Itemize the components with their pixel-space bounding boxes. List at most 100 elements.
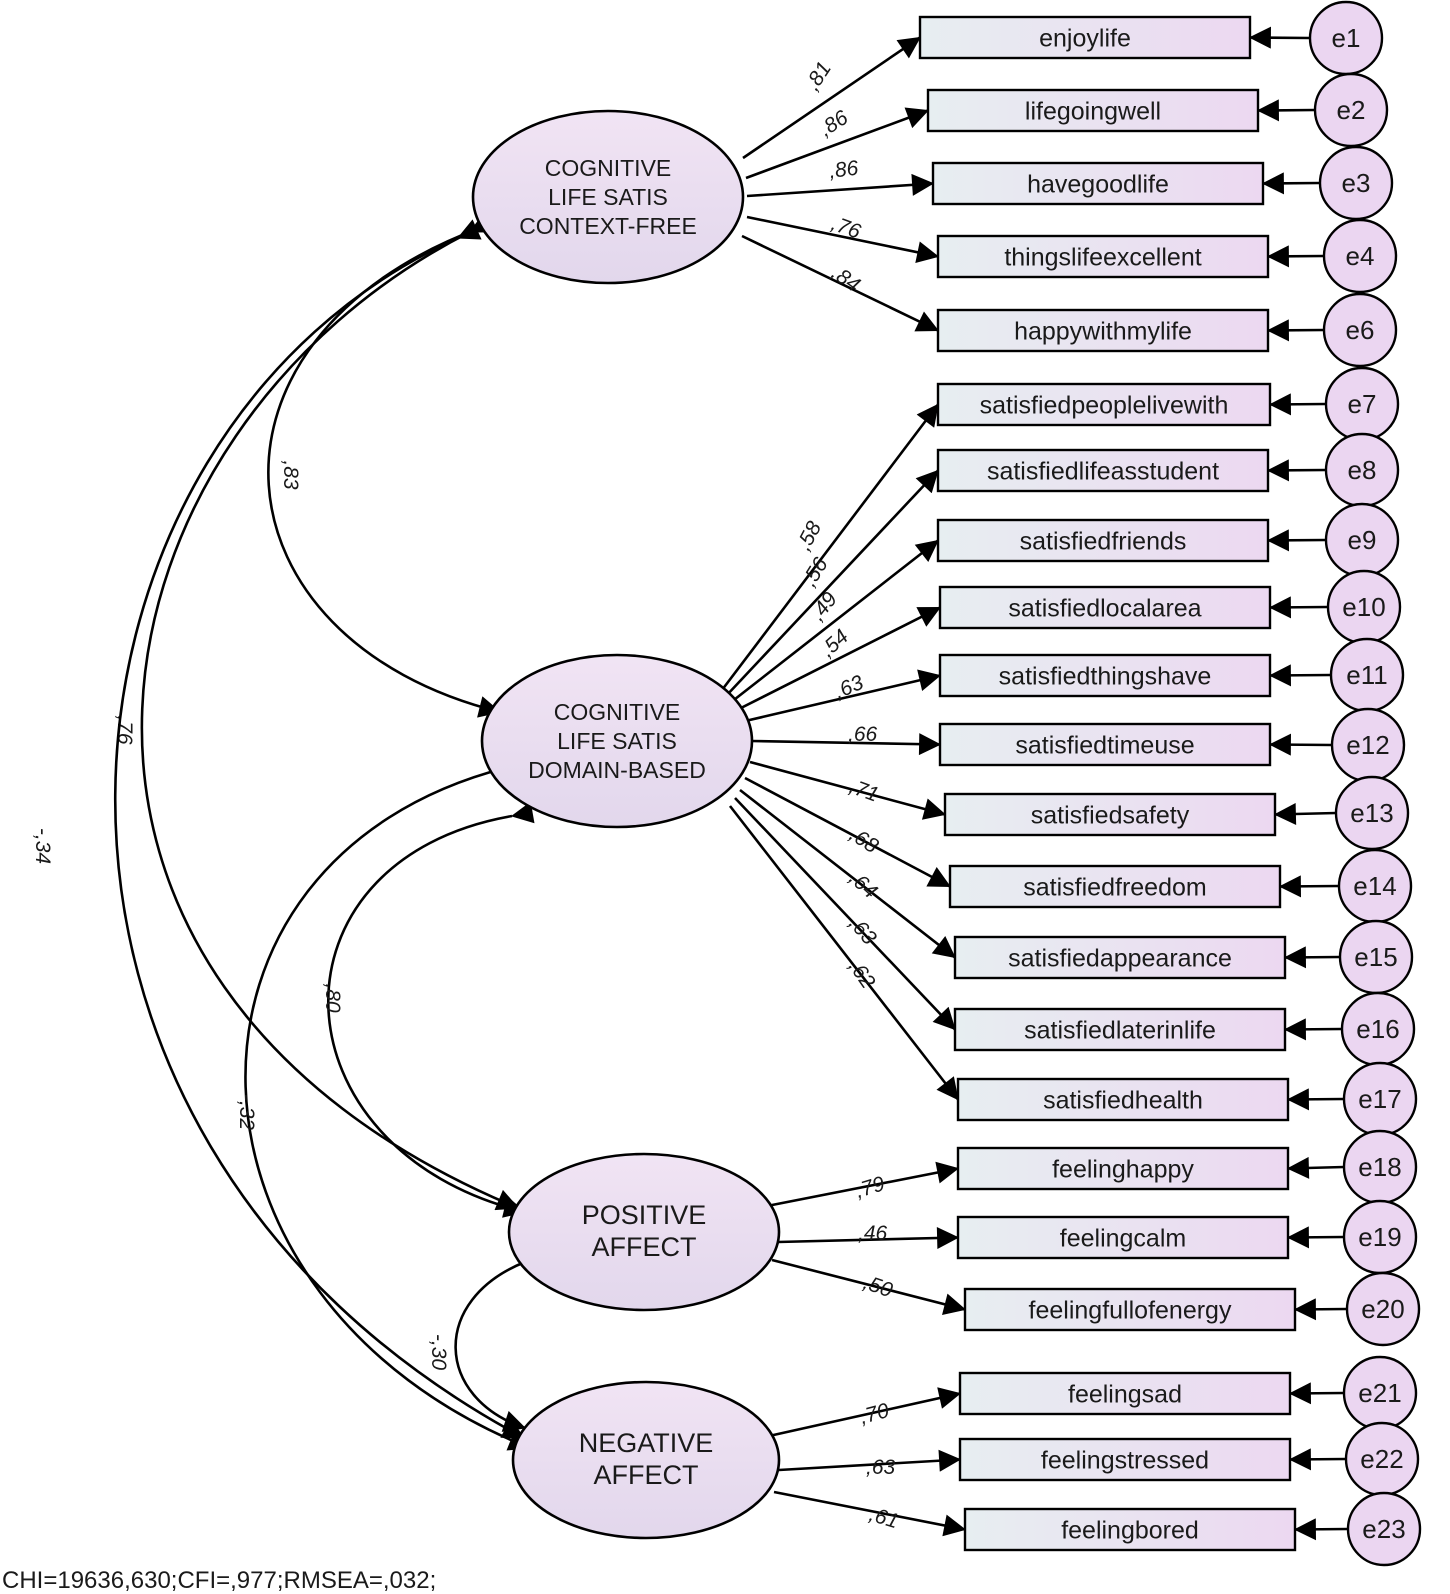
indicator-label: havegoodlife — [1027, 171, 1169, 199]
loading-label: ,50 — [860, 1271, 895, 1302]
error-arrow — [1268, 664, 1332, 687]
lv-domain-based — [480, 653, 754, 829]
error-label: e23 — [1362, 1514, 1405, 1544]
error-circle — [1318, 145, 1394, 221]
loading-arrow — [740, 669, 942, 724]
correlation-arc — [140, 212, 520, 1211]
error-label: e4 — [1346, 241, 1375, 271]
error-arrow — [1286, 1156, 1345, 1179]
error-label: e3 — [1342, 168, 1371, 198]
error-label: e13 — [1350, 798, 1393, 828]
indicator-label: happywithmylife — [1014, 318, 1192, 346]
error-arrow — [1268, 733, 1333, 756]
correlation-arc — [244, 752, 532, 1451]
latent-label: LIFE SATIS — [557, 728, 677, 754]
loading-arrow — [771, 1258, 967, 1315]
indicator-box — [936, 518, 1270, 563]
error-label: e17 — [1358, 1084, 1401, 1114]
error-label: e15 — [1354, 942, 1397, 972]
error-label: e7 — [1348, 389, 1377, 419]
loading-arrow — [777, 1227, 960, 1250]
latent-label: AFFECT — [592, 1232, 697, 1262]
indicator-box — [958, 1437, 1292, 1482]
indicator-label: satisfiedappearance — [1008, 945, 1232, 973]
correlation-label: ,80 — [321, 983, 344, 1013]
error-circle — [1322, 218, 1398, 294]
loading-label: ,86 — [815, 106, 852, 141]
latent-label: POSITIVE — [582, 1200, 707, 1230]
error-label: e14 — [1353, 871, 1396, 901]
indicator-box — [936, 448, 1270, 493]
error-label: e12 — [1346, 730, 1389, 760]
indicator-label: thingslifeexcellent — [1004, 244, 1201, 272]
loading-arrow — [773, 1490, 967, 1537]
loading-label: ,68 — [845, 823, 882, 858]
error-arrow — [1288, 1448, 1347, 1471]
indicator-box — [963, 1507, 1297, 1552]
error-label: e2 — [1337, 95, 1366, 125]
loading-arrow — [739, 788, 956, 959]
indicator-label: enjoylife — [1039, 25, 1131, 53]
indicator-box — [948, 864, 1282, 909]
loading-arrow — [744, 776, 951, 888]
error-label: e8 — [1348, 455, 1377, 485]
indicator-box — [936, 234, 1270, 279]
loading-arrow — [746, 173, 935, 198]
lv-negative-affect — [511, 1380, 781, 1540]
error-arrow — [1266, 459, 1327, 482]
loading-label: ,46 — [858, 1222, 888, 1245]
model-fit-statistics: CHI=19636,630;CFI=,977;RMSEA=,032; — [2, 1567, 436, 1594]
indicator-box — [918, 15, 1252, 60]
error-arrow — [1266, 319, 1325, 342]
error-label: e22 — [1360, 1444, 1403, 1474]
loading-label: ,79 — [853, 1172, 888, 1203]
loading-arrow — [745, 107, 930, 180]
loading-arrow — [778, 1449, 962, 1472]
indicator-label: satisfiedfreedom — [1023, 874, 1206, 902]
indicator-label: satisfiedlifeasstudent — [987, 458, 1219, 486]
error-arrow — [1288, 1382, 1345, 1405]
error-label: e21 — [1358, 1378, 1401, 1408]
indicator-label: satisfiedsafety — [1031, 802, 1190, 830]
loading-label: ,58 — [792, 517, 826, 554]
loading-arrow — [768, 1387, 962, 1438]
error-label: e16 — [1356, 1014, 1399, 1044]
lv-context-free — [471, 109, 745, 285]
loading-arrow — [742, 36, 921, 160]
correlation-label: ,76 — [113, 715, 136, 745]
loading-label: ,64 — [845, 867, 882, 904]
error-circle — [1322, 292, 1398, 368]
error-circle — [1313, 72, 1389, 148]
loading-label: ,81 — [801, 58, 836, 95]
loading-arrow — [734, 797, 956, 1031]
indicator-box — [931, 161, 1265, 206]
indicator-box — [953, 1007, 1287, 1052]
error-arrow — [1278, 875, 1340, 898]
indicator-label: feelingfullofenergy — [1029, 1297, 1232, 1325]
error-label: e10 — [1342, 592, 1385, 622]
error-label: e18 — [1358, 1152, 1401, 1182]
loading-arrow — [728, 805, 960, 1101]
error-arrow — [1268, 393, 1327, 416]
error-arrow — [1256, 99, 1316, 122]
indicator-label: satisfiedlaterinlife — [1024, 1017, 1216, 1045]
error-arrow — [1248, 26, 1311, 49]
loading-label: ,63 — [866, 1456, 896, 1479]
error-arrow — [1293, 1298, 1348, 1321]
correlation-arc — [267, 210, 504, 718]
error-label: e19 — [1358, 1222, 1401, 1252]
loading-arrow — [741, 234, 939, 332]
latent-label: COGNITIVE — [554, 699, 681, 725]
error-arrow — [1286, 1226, 1345, 1249]
error-label: e9 — [1348, 525, 1377, 555]
indicator-box — [926, 88, 1260, 133]
latent-label: AFFECT — [594, 1460, 699, 1490]
indicator-label: satisfiedlocalarea — [1008, 595, 1201, 623]
loading-label: ,66 — [848, 723, 878, 746]
latent-label: LIFE SATIS — [548, 184, 668, 210]
latent-label: DOMAIN-BASED — [528, 757, 706, 783]
error-arrow — [1293, 1518, 1349, 1541]
correlation-arc — [114, 219, 525, 1440]
loading-label: ,71 — [846, 775, 881, 807]
